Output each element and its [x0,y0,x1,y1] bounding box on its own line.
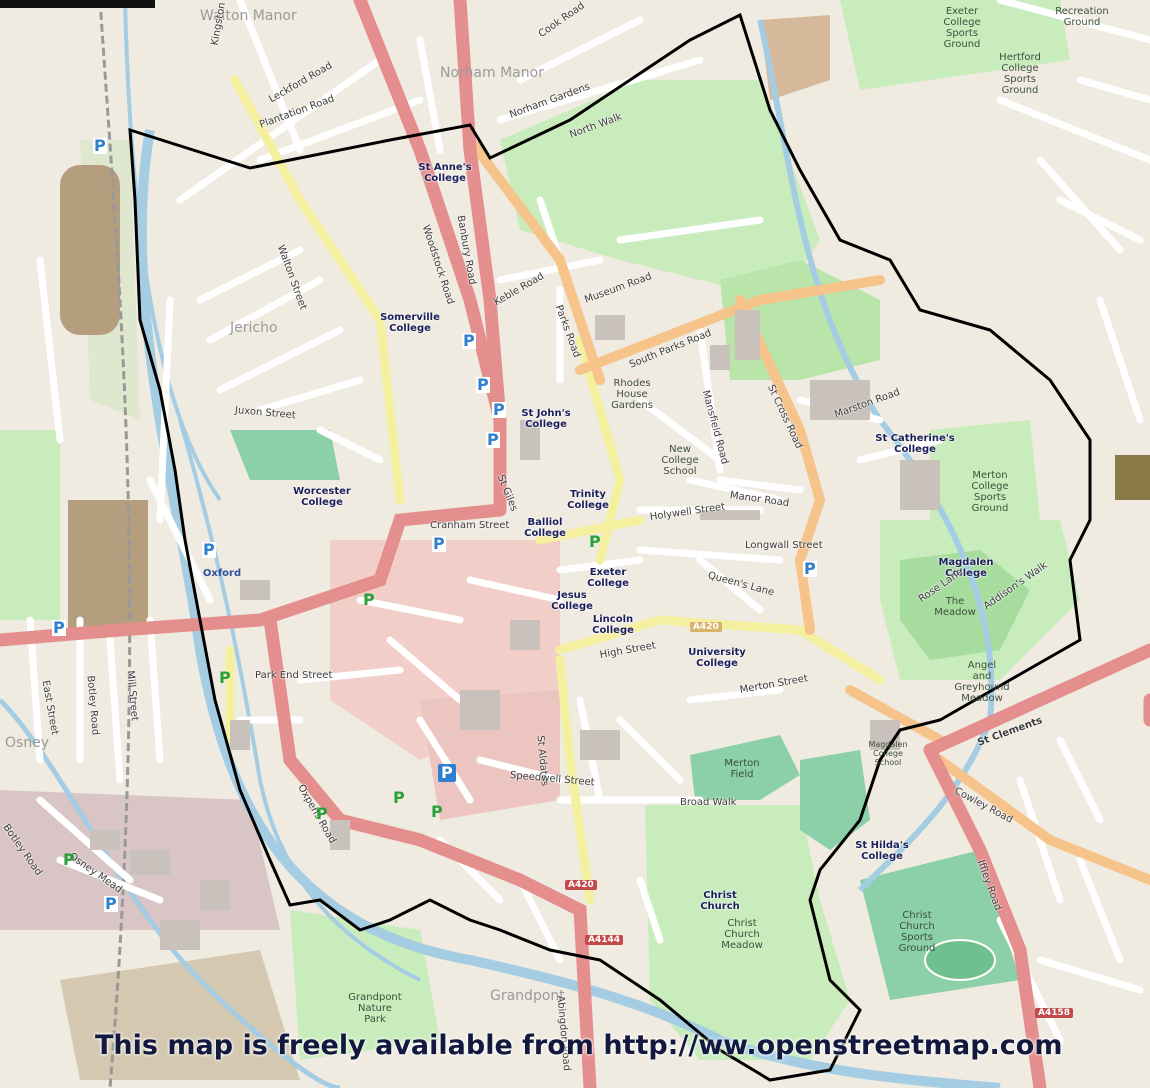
university-parks [500,80,820,300]
district-label: Jericho [230,320,278,336]
parking-marker[interactable]: P [462,331,476,350]
parking-marker[interactable]: P [486,430,500,449]
top-bar [0,0,155,8]
district-label: Walton Manor [200,8,297,24]
college-label: Trinity College [567,489,609,511]
green-area-label: Magdalen College School [868,740,908,767]
green-area-label: Exeter College Sports Ground [943,6,981,50]
green-area-label: Angel and Greyhound Meadow [954,660,1010,704]
green-area-label: Merton Field [724,758,760,780]
oxford-canal [123,0,222,502]
parking-marker[interactable]: P [431,802,443,821]
parking-marker[interactable]: P [492,400,506,419]
secondary-roads [465,135,1150,885]
parking-marker[interactable]: P [803,559,817,578]
green-ne [840,0,1070,90]
castle-mill-stream [178,419,421,982]
railway-line [98,0,132,1088]
river-cherwell [757,19,995,893]
brown-field-east [1115,455,1150,500]
green-area-label: Grandpont Nature Park [348,992,402,1025]
street-label: Park End Street [255,670,333,681]
green-area-label: New College School [661,444,699,477]
college-label: Lincoln College [592,614,634,636]
college-label: Christ Church [700,890,740,912]
district-label: Norham Manor [440,65,544,81]
college-label: University College [688,647,746,669]
parking-marker[interactable]: P [316,804,328,823]
running-track [924,939,996,981]
green-area-label: The Meadow [934,596,976,618]
college-label: St Hilda's College [855,840,909,862]
parking-marker[interactable]: P [432,534,446,553]
college-label: Jesus College [551,590,593,612]
buildings [90,310,940,950]
parking-marker[interactable]: P [63,850,75,869]
thames-branch [0,698,341,1088]
merton-field [690,735,800,800]
brown-field-north [60,165,120,335]
west-meadow [0,430,60,620]
road-ref-badge: A4158 [1035,1008,1074,1018]
college-label: St Anne's College [418,162,472,184]
gray-field-sw [60,950,300,1080]
parking-marker[interactable]: P [219,668,231,687]
parking-marker[interactable]: P [202,540,216,559]
college-label: St Catherine's College [875,433,955,455]
parking-marker[interactable]: P [93,136,107,155]
college-label: St John's College [521,408,571,430]
college-label: Worcester College [293,486,351,508]
green-area-label: Christ Church Meadow [721,918,763,951]
green-area-label: Merton College Sports Ground [971,470,1009,514]
parking-marker[interactable]: P [393,788,405,807]
district-label: Grandpont [490,988,565,1004]
station-label: Oxford [202,568,242,579]
district-label: Osney [5,735,50,751]
parking-marker[interactable]: P [438,764,456,782]
college-label: Exeter College [587,567,629,589]
tertiary-roads [225,75,885,905]
parking-marker[interactable]: P [52,618,66,637]
christ-church-meadow [645,805,850,1060]
parking-marker[interactable]: P [363,590,375,609]
college-label: Somerville College [380,312,440,334]
green-area-label: Hertford College Sports Ground [999,52,1041,96]
parking-marker[interactable]: P [104,894,118,913]
mesopotamia-green [800,750,870,850]
westgate-area [420,690,560,820]
street-label: Longwall Street [745,540,823,551]
street-label: Cranham Street [430,520,510,531]
green-area-label: Rhodes House Gardens [611,378,653,411]
road-ref-badge: A420 [690,622,722,632]
road-ref-badge: A4144 [585,935,624,945]
merton-sports-ground [930,420,1040,520]
parking-marker[interactable]: P [476,375,490,394]
brown-field-west [68,500,148,630]
the-meadow [900,550,1030,660]
college-label: Magdalen College [938,557,994,579]
conservation-area-boundary [128,12,1092,1082]
map-credit-text: This map is freely available from http:/… [95,1030,1063,1061]
green-area-label: Recreation Ground [1055,6,1109,28]
road-ref-badge: A420 [565,880,597,890]
street-label: Broad Walk [680,797,737,808]
grandpont-nature-park [290,910,440,1060]
parking-marker[interactable]: P [589,532,601,551]
brown-field-ne [760,15,830,100]
green-area-label: Christ Church Sports Ground [898,910,936,954]
college-label: Balliol College [524,517,566,539]
worcester-gardens [230,430,340,480]
